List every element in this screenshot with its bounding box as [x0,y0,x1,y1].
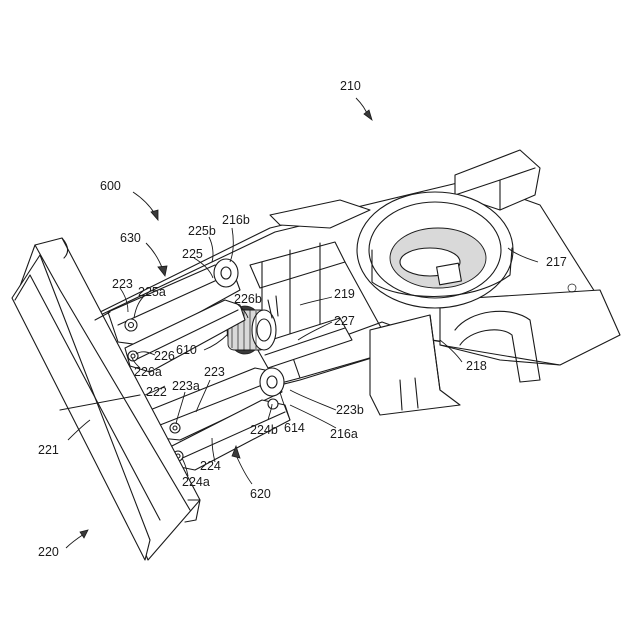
slewing-ring [357,192,513,308]
label-222: 222 [146,385,167,399]
label-225: 225 [182,247,203,261]
label-224: 224 [200,459,221,473]
label-224b: 224b [250,423,278,437]
label-219: 219 [334,287,355,301]
label-620: 620 [250,487,271,501]
label-223a: 223a [172,379,200,393]
label-225a: 225a [138,285,166,299]
label-225b: 225b [188,224,216,238]
frame-body [88,150,620,420]
label-224a: 224a [182,475,210,489]
label-226: 226 [154,349,175,363]
label-614: 614 [284,421,305,435]
label-217: 217 [546,255,567,269]
label-223-mid: 223 [204,365,225,379]
label-226b: 226b [234,292,262,306]
label-220: 220 [38,545,59,559]
label-218: 218 [466,359,487,373]
label-223b: 223b [336,403,364,417]
label-216a: 216a [330,427,358,441]
label-610: 610 [176,343,197,357]
label-600: 600 [100,179,121,193]
label-227: 227 [334,314,355,328]
label-630: 630 [120,231,141,245]
label-223-top: 223 [112,277,133,291]
label-210: 210 [340,79,361,93]
label-216b: 216b [222,213,250,227]
label-221: 221 [38,443,59,457]
label-226a: 226a [134,365,162,379]
